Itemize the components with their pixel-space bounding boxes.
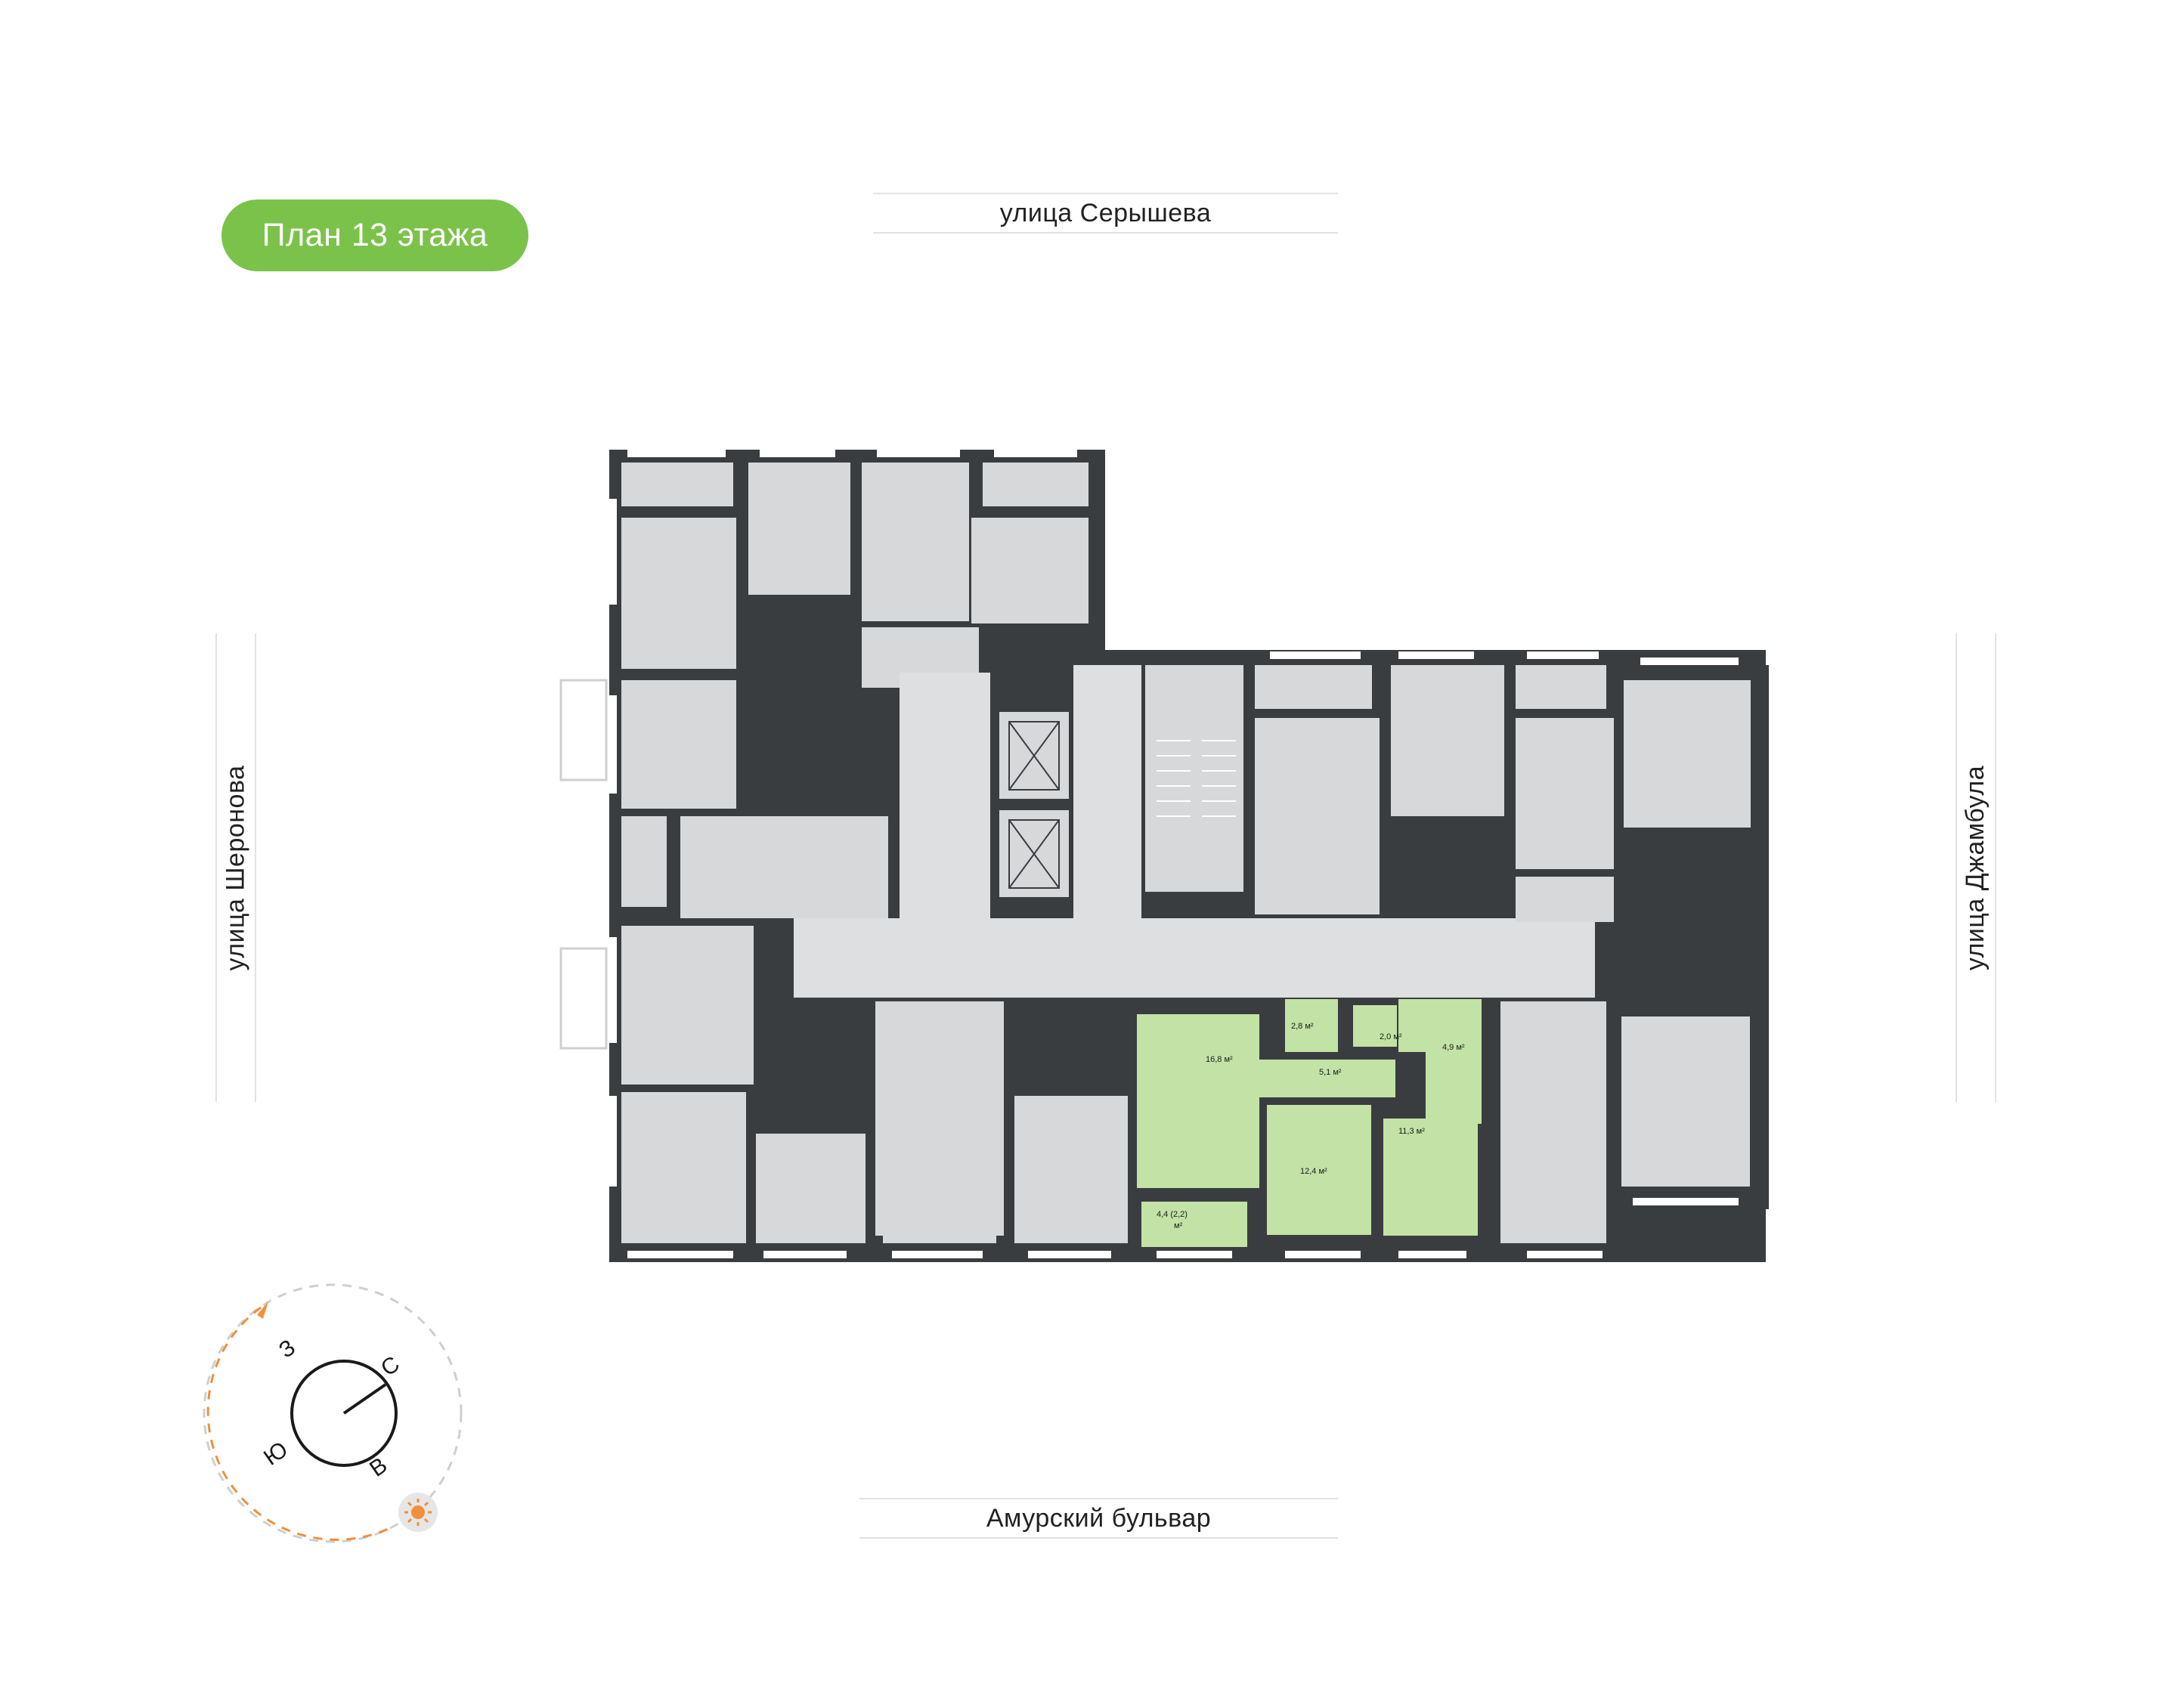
highlighted-apartment[interactable] <box>1137 999 1482 1247</box>
rooms <box>621 463 1751 1243</box>
area-label-bath: 2,0 м² <box>1380 1032 1402 1041</box>
street-label-south: Амурский бульвар <box>859 1498 1338 1539</box>
area-label-hall: 5,1 м² <box>1319 1068 1342 1077</box>
compass-orbit <box>203 1283 463 1543</box>
floor-title-badge: План 13 этажа <box>221 200 528 271</box>
stair-steps <box>1157 740 1236 817</box>
compass-south: Ю <box>259 1437 293 1470</box>
street-label-north: улица Серышева <box>873 193 1338 234</box>
lift-shafts <box>1008 721 1060 889</box>
area-label-wc: 4,9 м² <box>1442 1043 1465 1052</box>
sun-path-arrow-icon <box>257 1301 268 1319</box>
balconies <box>559 679 608 1050</box>
area-label-living: 16,8 м² <box>1206 1055 1233 1064</box>
compass: С В Ю З <box>203 1283 463 1543</box>
compass-needle <box>342 1383 387 1415</box>
sun-icon <box>398 1493 438 1532</box>
street-label-west: улица Шеронова <box>215 633 256 1102</box>
sun-path <box>206 1306 394 1541</box>
area-label-balcony-1: 4,4 (2,2) <box>1157 1210 1188 1219</box>
area-label-balcony-2: м² <box>1174 1221 1183 1230</box>
area-label-bedroom1: 12,4 м² <box>1300 1167 1327 1176</box>
area-label-storage: 2,8 м² <box>1291 1022 1314 1031</box>
area-label-bedroom2: 11,3 м² <box>1398 1127 1425 1136</box>
compass-east: В <box>365 1453 392 1482</box>
compass-dial <box>290 1360 398 1467</box>
street-label-east: улица Джамбула <box>1956 633 1996 1102</box>
windows <box>609 450 1739 1258</box>
area-labels: 16,8 м² 2,8 м² 2,0 м² 4,9 м² 5,1 м² 12,4… <box>1157 1022 1465 1230</box>
compass-west: З <box>274 1335 300 1363</box>
